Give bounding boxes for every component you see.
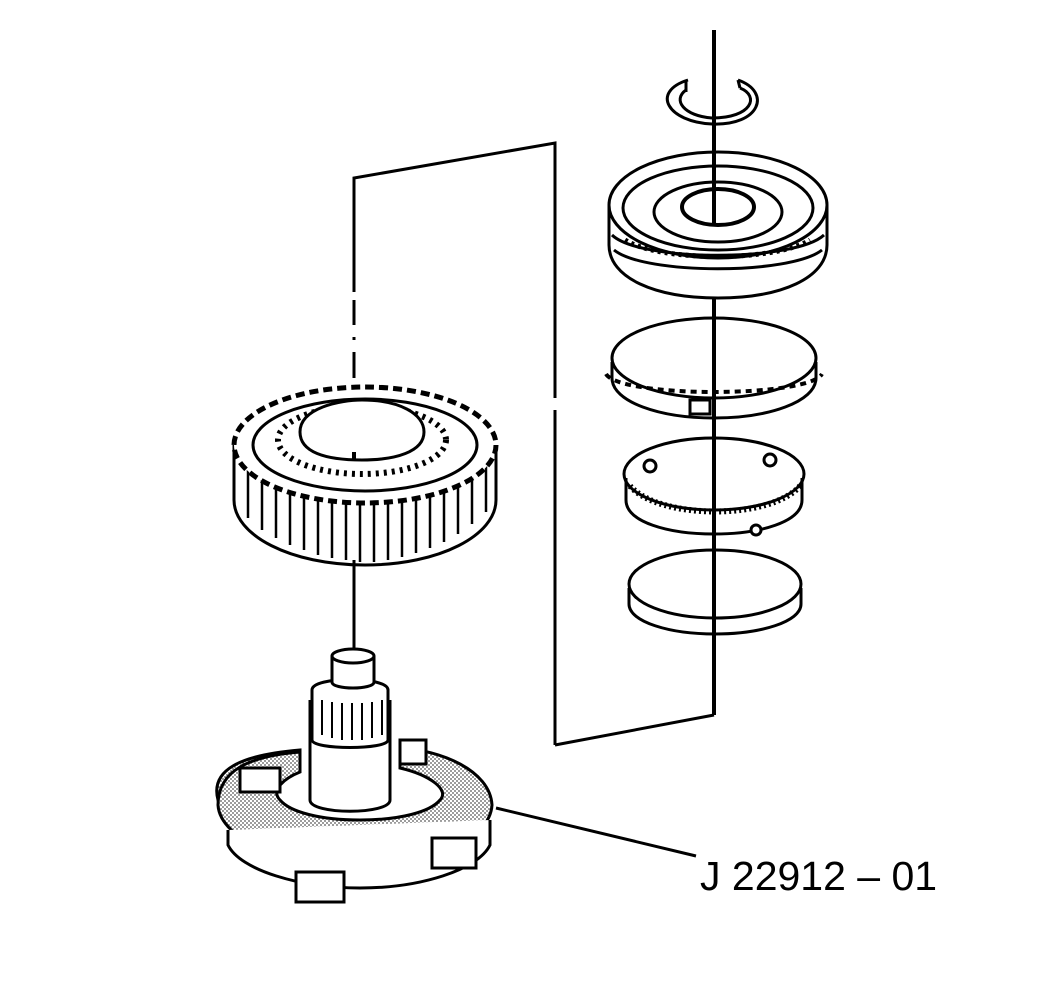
blocker-ring-lower [622, 436, 806, 537]
blocker-ring-upper [604, 316, 824, 420]
callout-leader-line [495, 806, 697, 858]
holding-fixture-tool [215, 647, 494, 904]
helical-gear [231, 384, 499, 567]
snap-ring [665, 78, 759, 126]
synchronizer-assembly [607, 150, 829, 300]
relocation-path [352, 141, 715, 747]
tool-callout-label: J 22912 – 01 [700, 853, 938, 899]
thrust-ring [627, 548, 803, 636]
